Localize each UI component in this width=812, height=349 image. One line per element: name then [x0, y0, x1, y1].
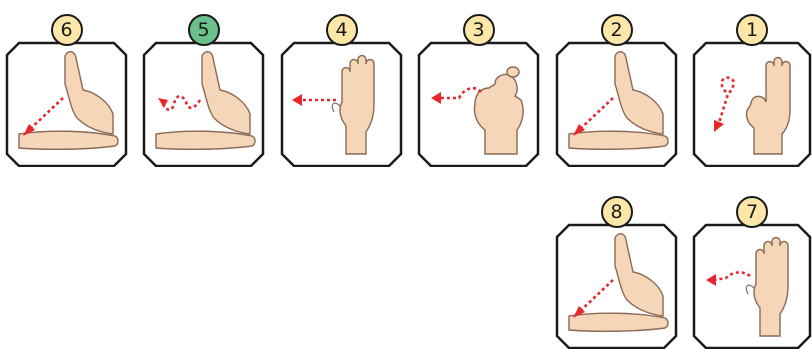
gesture-card-3[interactable]: 3: [417, 14, 540, 167]
step-badge: 7: [736, 196, 768, 228]
step-badge: 3: [463, 14, 495, 46]
step-badge: 5: [188, 14, 220, 46]
step-badge: 2: [601, 14, 633, 46]
step-badge: 1: [736, 14, 768, 46]
gesture-card-6[interactable]: 6: [5, 14, 128, 167]
gesture-card-5[interactable]: 5: [142, 14, 265, 167]
step-badge: 8: [601, 196, 633, 228]
step-badge: 6: [51, 14, 83, 46]
gesture-card-7[interactable]: 7: [692, 196, 812, 349]
step-badge: 4: [326, 14, 358, 46]
gesture-card-2[interactable]: 2: [555, 14, 678, 167]
gesture-card-4[interactable]: 4: [280, 14, 403, 167]
gesture-card-8[interactable]: 8: [555, 196, 678, 349]
gesture-card-1[interactable]: 1: [692, 14, 812, 167]
